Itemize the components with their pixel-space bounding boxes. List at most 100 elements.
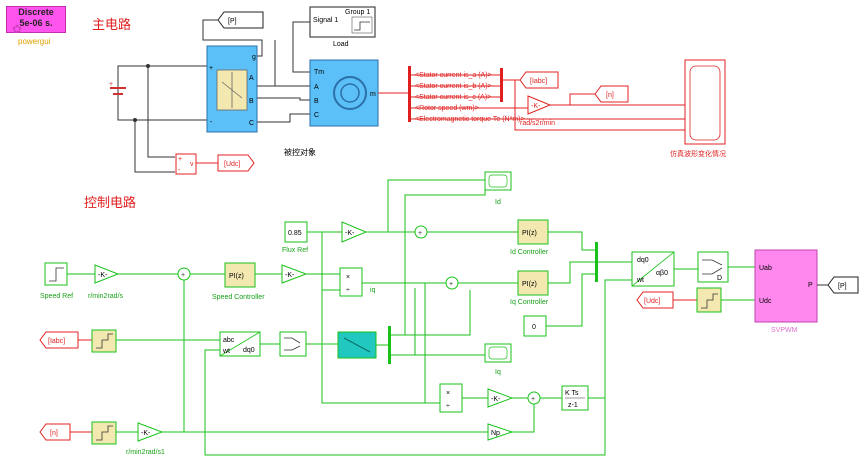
inv-a: A (249, 75, 254, 82)
iabc-from-label: [Iabc] (48, 338, 65, 345)
iq-product[interactable] (339, 267, 363, 297)
svg-text:+: + (418, 230, 422, 237)
gain-rpm-rad[interactable] (94, 264, 120, 284)
speed-ctrl-label: PI(z) (229, 273, 244, 280)
control-circuit-title: 控制电路 (84, 196, 137, 211)
zoh-n[interactable] (91, 421, 117, 445)
filter-icon (343, 337, 371, 353)
svg-text:+: + (449, 281, 453, 288)
svpwm-in2: Udc (759, 298, 772, 305)
integrator-bottom: z-1 (568, 402, 578, 409)
iq-scope-icon (488, 346, 508, 360)
gain1-label: -K- (98, 272, 108, 279)
gain-rpm-rad-2[interactable] (137, 422, 164, 442)
p-from-label: [P] (228, 18, 237, 25)
vmeas-plus: + (178, 156, 182, 163)
speed-ctrl-caption: Speed Controller (212, 294, 265, 301)
speed-ref-caption: Speed Ref (40, 293, 73, 300)
np-label: Np (491, 430, 500, 437)
inv-g: g (252, 54, 256, 61)
integrator-top: K Ts (565, 390, 579, 397)
svg-text:+: + (531, 396, 535, 403)
dc-source[interactable]: + (109, 80, 126, 100)
gain2-label: -K- (285, 272, 295, 279)
load-signal: Signal 1 (313, 17, 338, 24)
vmeas-v: v (190, 161, 194, 168)
svpwm-out: P (808, 282, 813, 289)
id-scope-icon (488, 174, 508, 188)
motor-a: A (314, 84, 319, 91)
powergui-line1: Discrete (18, 7, 54, 17)
iq-line-label: iq (370, 287, 376, 294)
powergui-logo-icon: ✿ (12, 22, 23, 36)
selector-block[interactable] (279, 331, 307, 357)
udc-from-label: [Udc] (644, 298, 660, 305)
voltage-measurement-block[interactable] (175, 153, 197, 175)
flux-ref-value: 0.85 (288, 230, 302, 237)
scope-screen-icon (689, 65, 721, 141)
slip-product[interactable] (439, 383, 463, 413)
dq0-ab-in2: wt (636, 277, 644, 284)
load-caption: Load (333, 41, 349, 48)
main-circuit-title: 主电路 (92, 18, 132, 33)
slip-gain[interactable] (487, 388, 514, 408)
slip-gain-label: -K- (491, 396, 501, 403)
mux-iabc[interactable] (500, 68, 503, 102)
id-controller[interactable] (517, 219, 549, 245)
udc-goto-tag[interactable] (217, 154, 255, 172)
np-gain[interactable] (487, 423, 514, 441)
n-goto-label: [n] (606, 92, 614, 99)
motor-caption: 被控对象 (284, 147, 316, 157)
zero-const-label: 0 (532, 324, 536, 331)
svpwm-caption: SVPWM (771, 327, 798, 334)
motor-m: m (370, 91, 376, 98)
iabc-goto-tag[interactable] (519, 71, 559, 89)
gain3-label: -K- (141, 430, 151, 437)
motor-icon (333, 76, 367, 110)
iq-controller[interactable] (517, 270, 549, 296)
mux-dq0[interactable] (595, 242, 598, 282)
scope-caption: 仿真波形变化情况 (670, 149, 726, 158)
zoh-iabc[interactable] (91, 329, 117, 353)
speed-gain-block[interactable] (527, 95, 552, 115)
speed-controller[interactable] (224, 262, 256, 288)
motor-tm: Tm (314, 69, 324, 76)
inv-c: C (249, 120, 254, 127)
gain1-caption: r/min2rad/s (88, 293, 124, 300)
iq-product-x: × (346, 274, 350, 281)
inv-minus: - (210, 119, 213, 126)
bus-selector[interactable] (408, 66, 411, 122)
vmeas-minus: - (178, 167, 181, 174)
speed-gain-label: -K- (531, 103, 541, 110)
demux-dq[interactable] (388, 326, 391, 364)
selector-block-2[interactable] (697, 251, 729, 283)
dq0-ab-out: αβ0 (656, 270, 668, 277)
id-scope-caption: Id (495, 199, 501, 206)
iq-product-div: ÷ (346, 287, 350, 294)
slip-product-div: ÷ (446, 403, 450, 410)
load-group: Group 1 (345, 9, 370, 16)
inv-plus: + (209, 65, 213, 72)
powergui-block[interactable]: Discrete 5e-06 s. (6, 6, 66, 33)
inv-b: B (249, 98, 254, 105)
p-from-tag[interactable] (217, 11, 264, 29)
svg-text:+: + (109, 81, 113, 88)
slip-product-x: × (446, 390, 450, 397)
motor-b: B (314, 98, 319, 105)
powergui-caption: powergui (18, 37, 51, 46)
abc-dq0-out: dq0 (243, 347, 255, 354)
p-goto-tag[interactable] (827, 276, 859, 294)
n-goto-tag[interactable] (594, 85, 629, 103)
torque-gain[interactable] (281, 264, 308, 284)
iq-ctrl-label: PI(z) (522, 281, 537, 288)
id-ctrl-label: PI(z) (522, 230, 537, 237)
svpwm-block[interactable] (754, 249, 818, 323)
flux-gain[interactable] (341, 221, 368, 243)
motor-c: C (314, 112, 319, 119)
iq-scope-caption: Iq (495, 369, 501, 376)
abc-dq0-in2: wt (222, 348, 230, 355)
step-icon (49, 267, 64, 282)
id-ctrl-caption: Id Controller (510, 249, 549, 256)
svpwm-in1: Uab (759, 265, 772, 272)
